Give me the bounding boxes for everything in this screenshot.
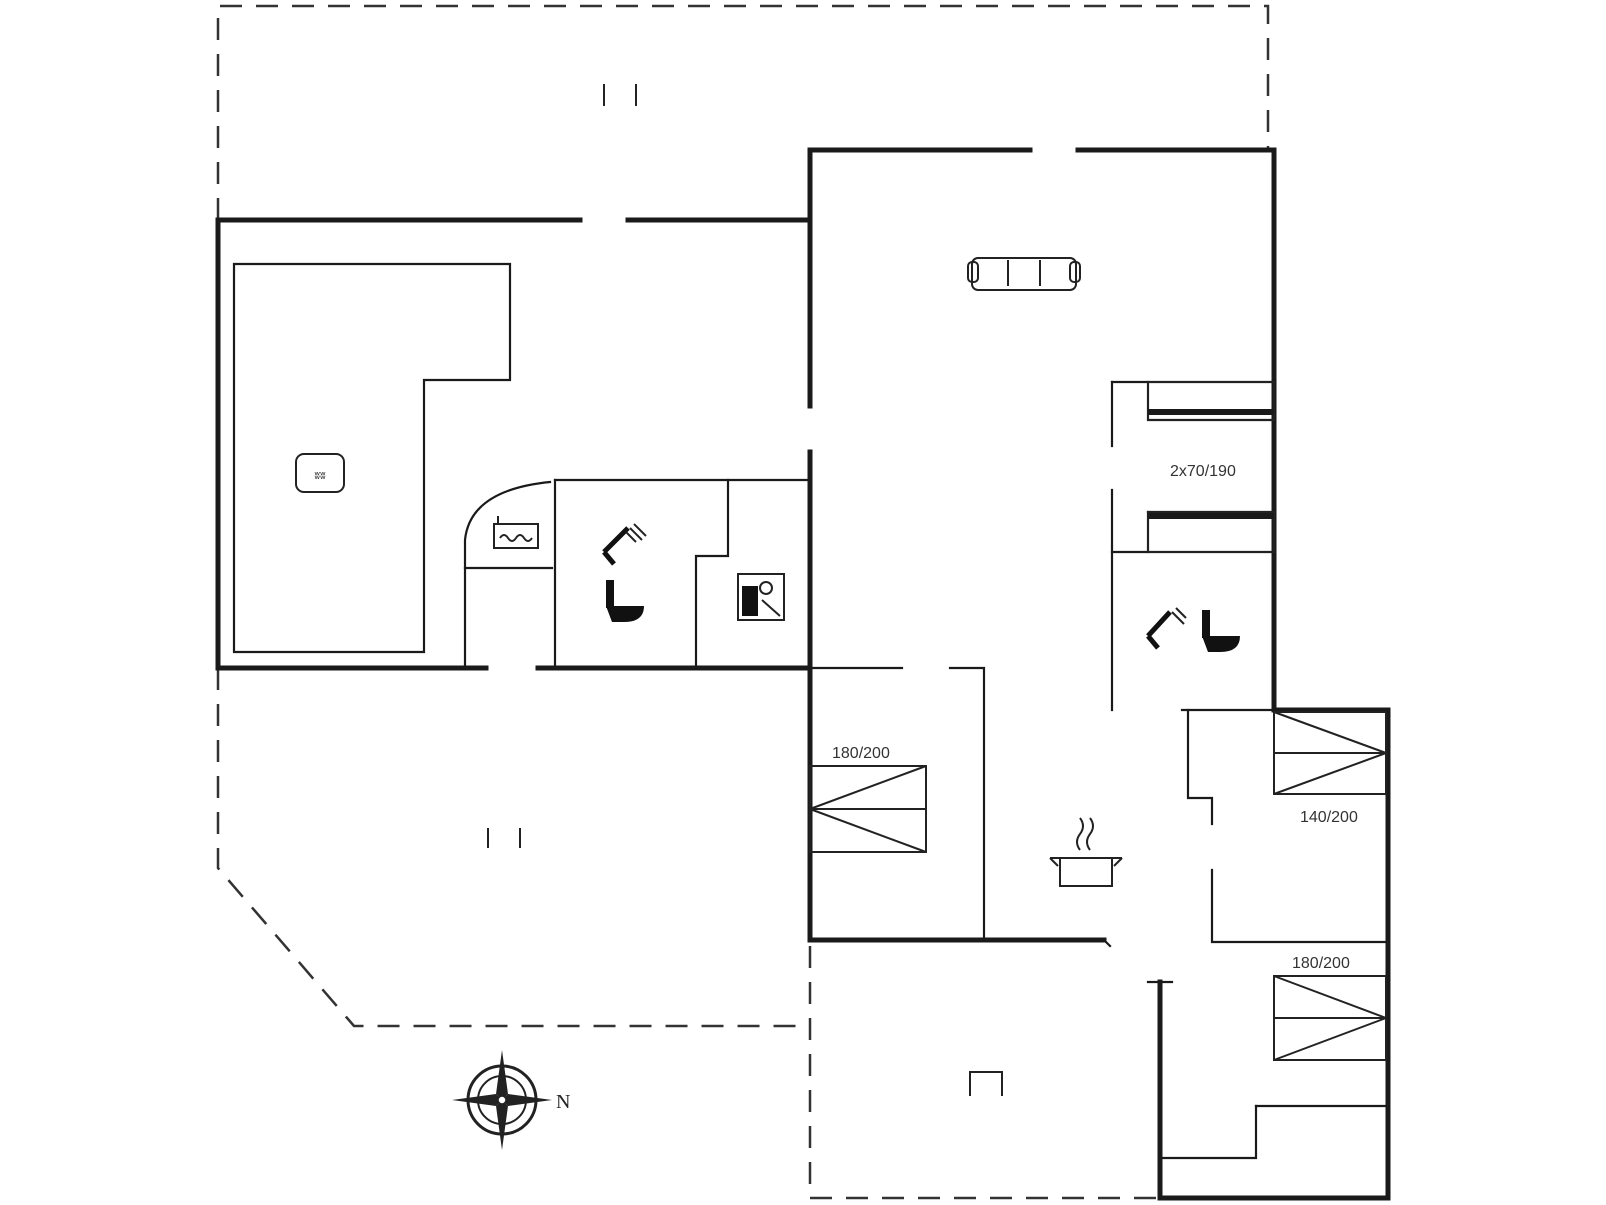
- bed-bunk-top: [1147, 381, 1275, 421]
- kitchen-pot-icon: [1049, 817, 1123, 887]
- toilet-icon: [606, 580, 644, 622]
- terrace-outlines: [216, 4, 1270, 1200]
- terrace-south-west: [216, 668, 810, 1028]
- compass-rose-icon: [452, 1050, 552, 1150]
- bed-double-1: [809, 765, 927, 853]
- svg-text:ʬʬ: ʬʬ: [314, 469, 326, 482]
- shower-icon: [602, 523, 647, 566]
- outdoor-fixture-east: [969, 1071, 1003, 1096]
- bed-label-bedroom-3: 180/200: [1292, 955, 1350, 972]
- sofa-icon: [967, 257, 1081, 291]
- sauna-stove-icon: ʬʬ: [295, 453, 345, 493]
- whirlpool-icon: [493, 516, 539, 549]
- outdoor-fixture-north: [603, 84, 637, 106]
- bed-label-bedroom-2: 140/200: [1300, 809, 1358, 826]
- bed-label-bedroom-1: 180/200: [832, 745, 890, 762]
- bed-label-bunk: 2x70/190: [1170, 463, 1236, 480]
- washing-machine-icon: [737, 573, 785, 621]
- bed-bunk-bottom: [1147, 511, 1275, 553]
- shower-icon: [1146, 607, 1187, 650]
- bed-double-2: [1273, 711, 1387, 795]
- outer-walls: [215, 147, 1391, 1201]
- bed-double-3: [1273, 975, 1387, 1061]
- toilet-icon: [1202, 610, 1240, 652]
- terrace-north: [216, 4, 1270, 220]
- outdoor-fixture-south: [487, 828, 521, 848]
- compass-north-label: N: [556, 1091, 570, 1113]
- terrace-south-east: [808, 946, 1160, 1200]
